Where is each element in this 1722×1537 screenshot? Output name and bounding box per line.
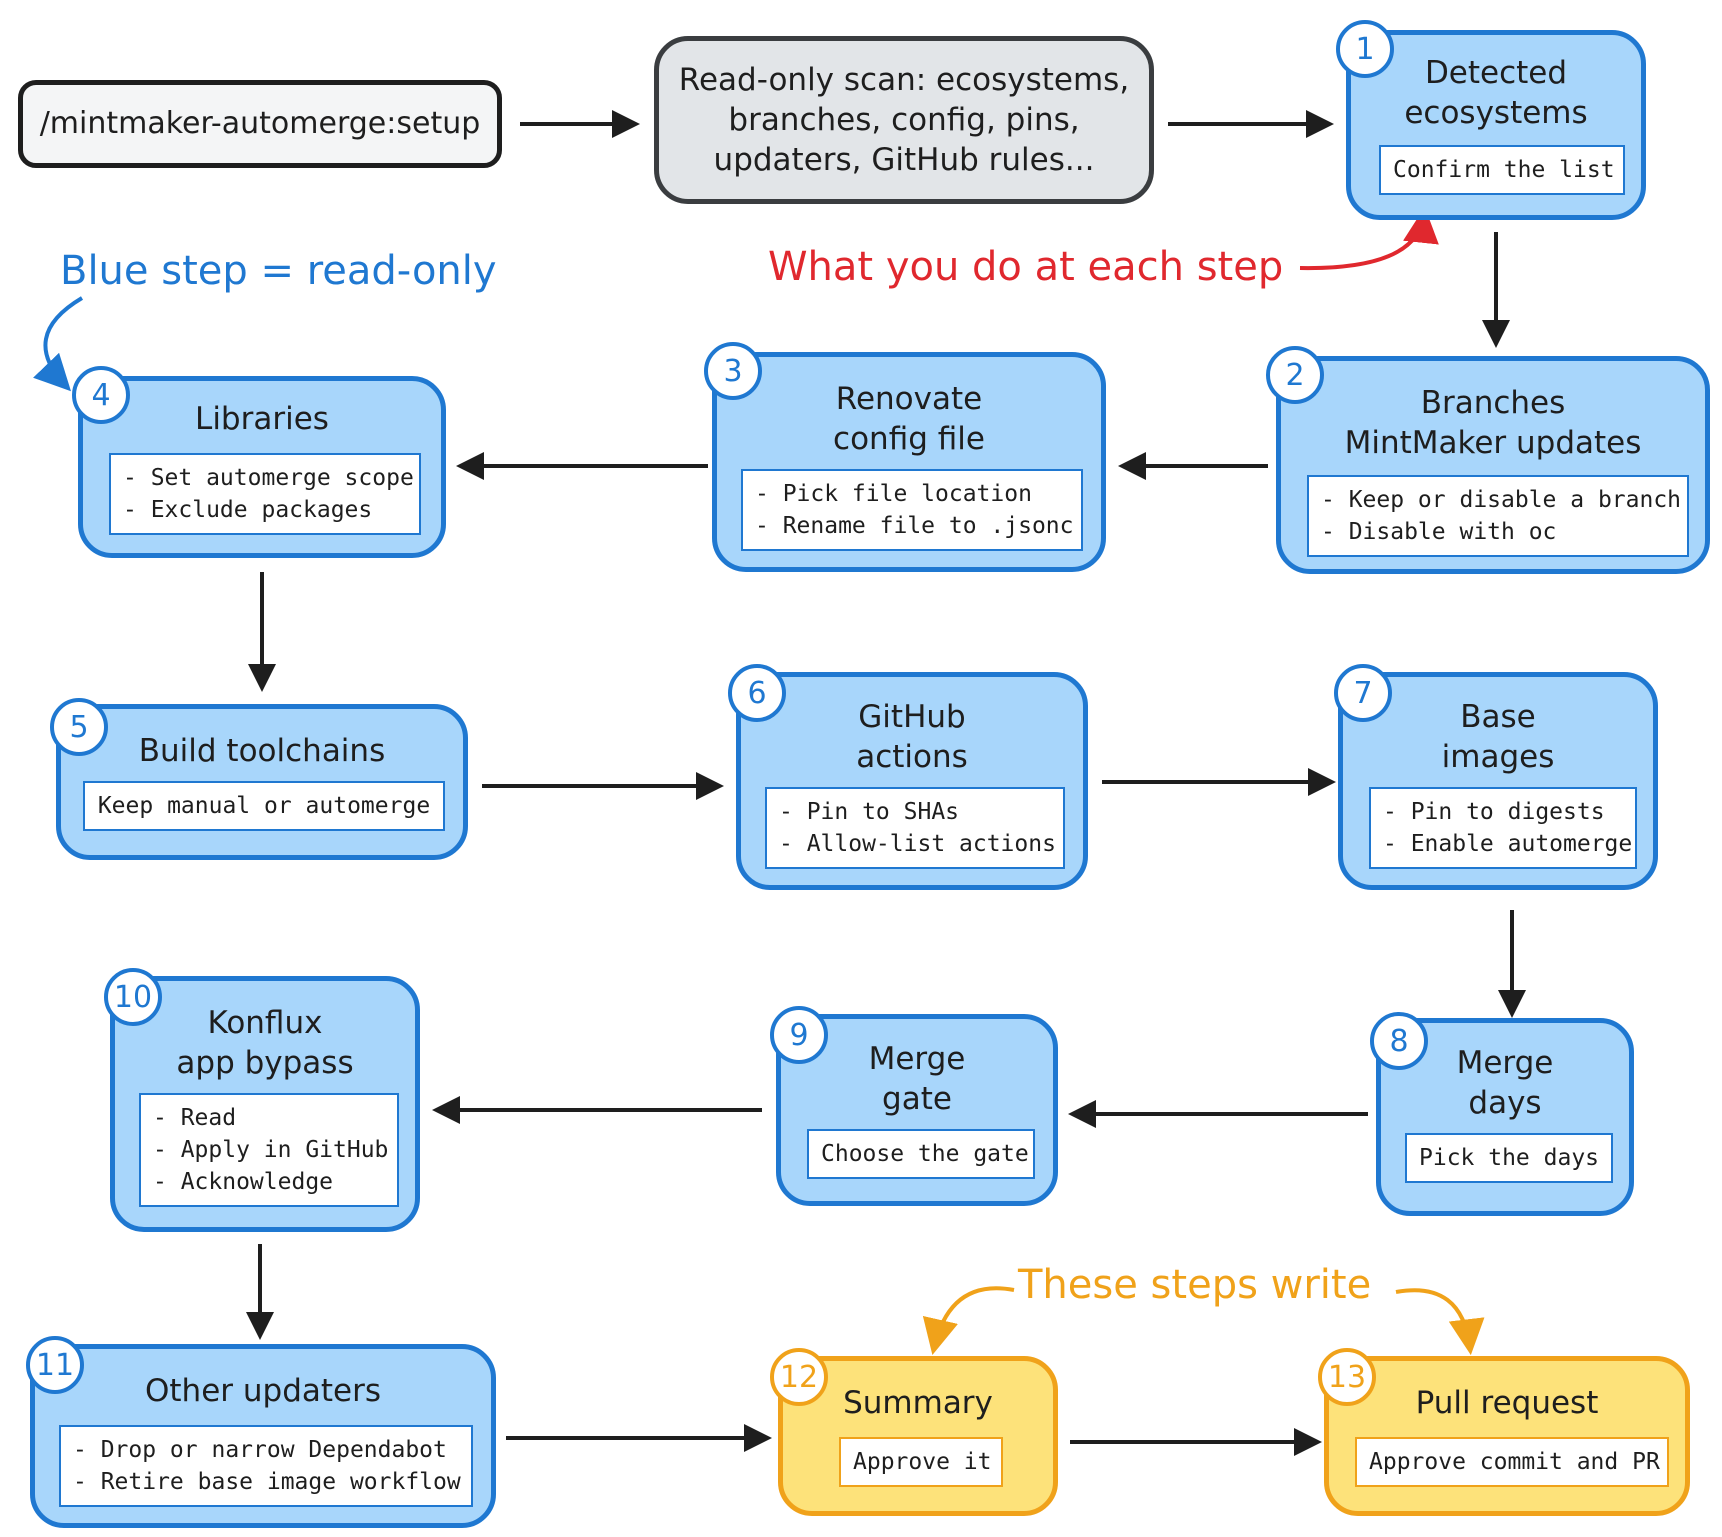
step-4-number-badge: 4 xyxy=(72,366,130,424)
step-12-title: Summary xyxy=(843,1385,993,1421)
read-only-legend-note: Blue step = read-only xyxy=(60,248,497,294)
step-6-title: GitHub actions xyxy=(856,699,968,775)
step-5-actions: Keep manual or automerge xyxy=(83,781,445,831)
step-4-box: Libraries - Set automerge scope - Exclud… xyxy=(78,376,446,558)
step-13-box: Pull request Approve commit and PR xyxy=(1324,1356,1690,1516)
arrow-step-11-to-step-12-head xyxy=(744,1424,772,1452)
step-6-actions: - Pin to SHAs - Allow-list actions xyxy=(765,787,1065,869)
step-2-title: Branches MintMaker updates xyxy=(1344,385,1642,461)
arrow-step-2-to-step-3-head xyxy=(1118,452,1146,480)
step-12-box: Summary Approve it xyxy=(778,1356,1058,1516)
amber-note-curve-left xyxy=(922,1286,1015,1356)
arrow-scan-to-step-1-head xyxy=(1306,110,1334,138)
step-11-number-badge: 11 xyxy=(26,1336,84,1394)
arrow-step-10-to-step-11-head xyxy=(246,1312,274,1340)
read-only-scan-box: Read-only scan: ecosystems, branches, co… xyxy=(654,36,1154,204)
arrow-step-9-to-step-10-head xyxy=(432,1096,460,1124)
arrow-step-1-to-step-2-head xyxy=(1482,320,1510,348)
step-9-number-badge: 9 xyxy=(770,1006,828,1064)
setup-command-label: /mintmaker-automerge:setup xyxy=(39,106,481,141)
scan-line-1: Read-only scan: ecosystems, xyxy=(678,62,1130,98)
scan-line-3: updaters, GitHub rules... xyxy=(713,142,1095,178)
step-13-number-badge: 13 xyxy=(1318,1348,1376,1406)
step-5-title: Build toolchains xyxy=(138,733,386,769)
arrow-step-6-to-step-7-head xyxy=(1308,768,1336,796)
step-1-actions: Confirm the list xyxy=(1379,145,1625,195)
step-12-number-badge: 12 xyxy=(770,1348,828,1406)
step-1-title: Detected ecosystems xyxy=(1404,55,1588,131)
step-7-actions: - Pin to digests - Enable automerge xyxy=(1369,787,1637,869)
step-3-number-badge: 3 xyxy=(704,342,762,400)
step-5-box: Build toolchains Keep manual or automerg… xyxy=(56,704,468,860)
red-note-curve xyxy=(1299,206,1439,271)
step-8-actions: Pick the days xyxy=(1405,1133,1613,1183)
step-6-number-badge: 6 xyxy=(728,664,786,722)
step-12-actions: Approve it xyxy=(839,1437,1003,1487)
arrow-step-13-head xyxy=(1294,1428,1322,1456)
arrow-start-to-scan-head xyxy=(612,110,640,138)
step-5-number-badge: 5 xyxy=(50,698,108,756)
step-11-title: Other updaters xyxy=(145,1373,381,1409)
setup-command-box: /mintmaker-automerge:setup xyxy=(18,80,502,168)
arrow-step-7-to-step-8-head xyxy=(1498,990,1526,1018)
step-6-box: GitHub actions - Pin to SHAs - Allow-lis… xyxy=(736,672,1088,890)
step-8-title: Merge days xyxy=(1456,1045,1554,1121)
arrow-step-8-to-step-9-head xyxy=(1068,1100,1096,1128)
step-10-box: Konflux app bypass - Read - Apply in Git… xyxy=(110,976,420,1232)
scan-line-2: branches, config, pins, xyxy=(728,102,1080,138)
step-4-actions: - Set automerge scope - Exclude packages xyxy=(109,453,421,535)
step-11-box: Other updaters - Drop or narrow Dependab… xyxy=(30,1344,496,1528)
step-4-title: Libraries xyxy=(195,401,329,437)
step-7-number-badge: 7 xyxy=(1334,664,1392,722)
step-2-number-badge: 2 xyxy=(1266,346,1324,404)
step-1-number-badge: 1 xyxy=(1336,20,1394,78)
blue-note-curve xyxy=(33,296,84,392)
step-2-actions: - Keep or disable a branch - Disable wit… xyxy=(1307,475,1689,557)
step-3-actions: - Pick file location - Rename file to .j… xyxy=(741,469,1083,551)
step-11-actions: - Drop or narrow Dependabot - Retire bas… xyxy=(59,1425,473,1507)
step-2-box: Branches MintMaker updates - Keep or dis… xyxy=(1276,356,1710,574)
step-8-box: Merge days Pick the days xyxy=(1376,1018,1634,1216)
step-7-box: Base images - Pin to digests - Enable au… xyxy=(1338,672,1658,890)
step-10-actions: - Read - Apply in GitHub - Acknowledge xyxy=(139,1093,399,1207)
step-1-box: Detected ecosystems Confirm the list xyxy=(1346,30,1646,220)
step-actions-note: What you do at each step xyxy=(768,244,1284,290)
arrow-step-3-to-step-4-head xyxy=(456,452,484,480)
step-3-title: Renovate config file xyxy=(833,381,985,457)
step-9-actions: Choose the gate xyxy=(807,1129,1035,1179)
read-only-scan-label: Read-only scan: ecosystems, branches, co… xyxy=(659,41,1149,199)
step-13-title: Pull request xyxy=(1415,1385,1599,1421)
step-7-title: Base images xyxy=(1441,699,1555,775)
step-8-number-badge: 8 xyxy=(1370,1012,1428,1070)
amber-note-curve-right xyxy=(1395,1288,1485,1356)
step-9-title: Merge gate xyxy=(868,1041,966,1117)
step-10-number-badge: 10 xyxy=(104,968,162,1026)
step-13-actions: Approve commit and PR xyxy=(1355,1437,1669,1487)
step-3-box: Renovate config file - Pick file locatio… xyxy=(712,352,1106,572)
write-steps-note: These steps write xyxy=(1018,1262,1372,1308)
step-10-title: Konflux app bypass xyxy=(176,1005,354,1081)
arrow-step-4-to-step-5-head xyxy=(248,664,276,692)
arrow-step-5-to-step-6-head xyxy=(696,772,724,800)
